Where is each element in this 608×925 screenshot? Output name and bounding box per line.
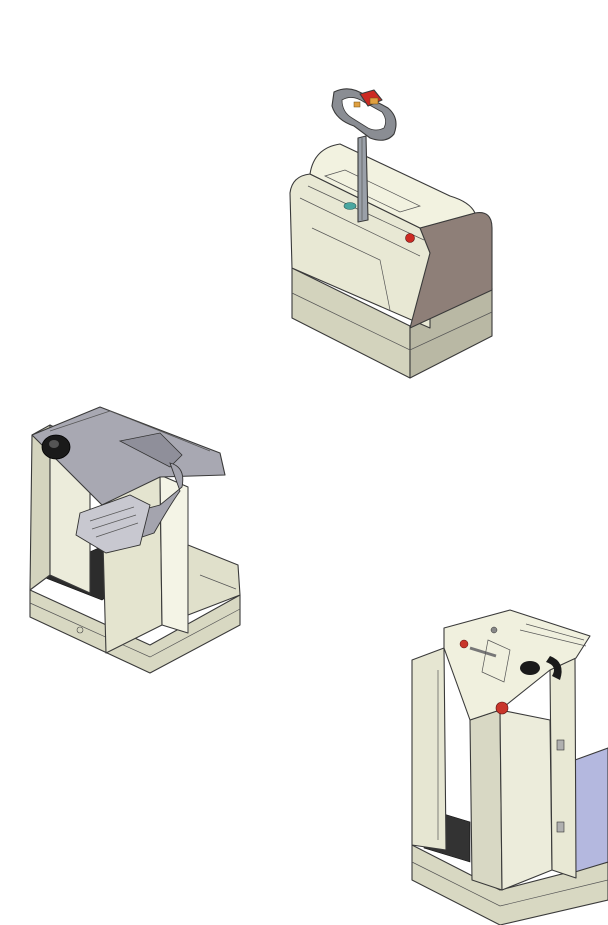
assembled-truck-drawing (270, 78, 510, 388)
chassis-front-drawing (10, 395, 260, 695)
chassis-rear-drawing (400, 600, 608, 925)
